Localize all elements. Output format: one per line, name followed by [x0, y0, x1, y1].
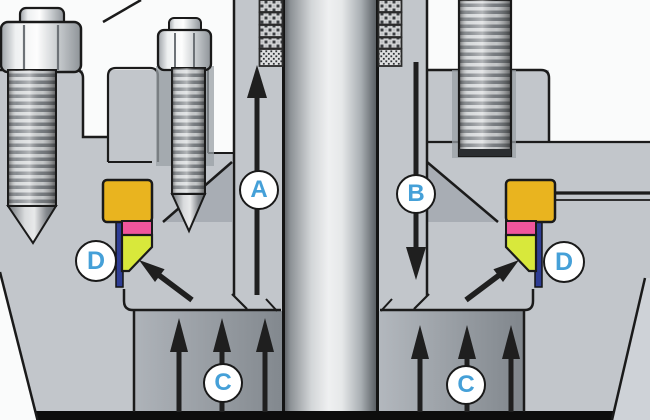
stud-end: [459, 149, 511, 156]
label-badge-c-right: C: [446, 365, 486, 405]
thread-shade: [8, 70, 56, 206]
arrow-up-c3-head: [256, 318, 274, 352]
label-badge-d-right: D: [543, 241, 585, 283]
seal-stack-left: [101, 178, 154, 288]
left-taper-edge: [0, 271, 39, 420]
arrow-to-seal-left-head: [139, 260, 165, 282]
packing-stack-left: [258, 0, 284, 67]
arrow-up-c5-head: [458, 325, 476, 359]
arrow-down-b-head: [406, 247, 426, 280]
bolt-tip-cone: [6, 205, 58, 245]
arrow-up-a-head: [247, 65, 267, 98]
arrow-up-c6-head: [502, 325, 520, 359]
seal-stack-right: [504, 178, 557, 288]
arrow-up-c1-head: [170, 318, 188, 352]
gland-follower-yellow: [101, 178, 154, 224]
stud-right: [457, 0, 513, 158]
bottom-band: [0, 411, 650, 420]
packing-stack-right: [377, 0, 403, 67]
right-taper-edge: [610, 277, 647, 420]
arrow-to-seal-right: [464, 272, 502, 303]
seal-ring-pink: [505, 220, 537, 236]
bolt-left-large: [0, 6, 83, 245]
seal-ring-pink: [121, 220, 153, 236]
arrow-to-seal-right-head: [493, 260, 519, 282]
label-badge-a: A: [239, 170, 279, 210]
label-badge-b: B: [396, 174, 436, 214]
plunger-shaft: [283, 0, 378, 412]
arrow-up-c4-head: [411, 325, 429, 359]
label-badge-d-left: D: [75, 240, 117, 282]
gland-follower-yellow: [504, 178, 557, 224]
seal-wedge-green: [120, 233, 154, 273]
bolt-left-small: [156, 17, 213, 234]
gap-right: [549, 0, 650, 142]
thread-shade: [459, 0, 511, 156]
hex-nut: [156, 28, 213, 72]
seal-wedge-green: [504, 233, 538, 273]
arrow-up-c2-head: [213, 318, 231, 352]
label-badge-c-left: C: [203, 363, 243, 403]
hex-nut: [0, 20, 83, 74]
bolt-tip-cone: [170, 193, 207, 234]
arrow-to-seal-left: [156, 272, 194, 303]
thread-shade: [172, 68, 205, 194]
